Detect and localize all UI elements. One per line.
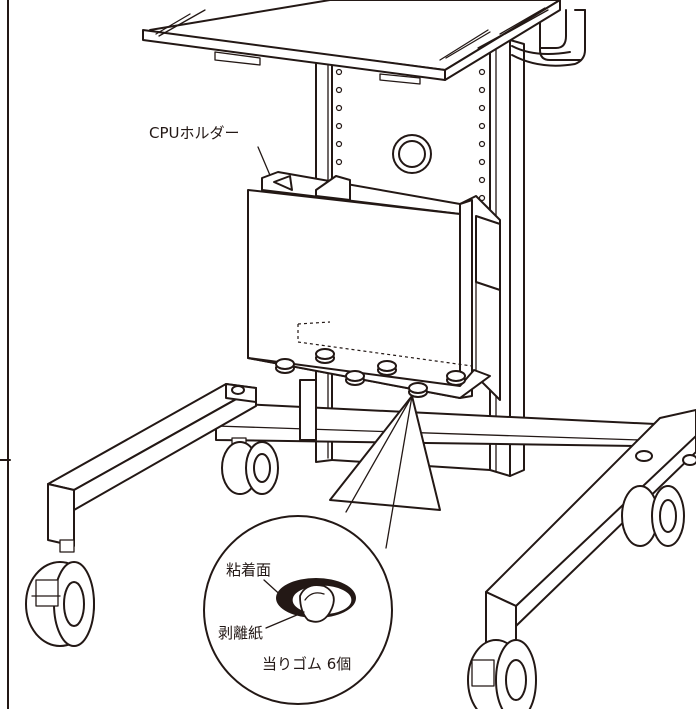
rubber-feet-count-label: 当りゴム 6個	[262, 655, 351, 673]
page-border	[0, 0, 11, 709]
cpu-holder-label: CPUホルダー	[149, 124, 240, 142]
rubber-feet	[275, 348, 466, 398]
cart-handle	[511, 9, 586, 67]
rubber-foot	[315, 348, 335, 364]
rubber-foot	[446, 370, 466, 386]
rubber-foot	[408, 382, 428, 398]
rubber-foot	[275, 358, 295, 374]
magnified-callout: 粘着面 剥離紙 当りゴム 6個	[203, 395, 441, 705]
caster-rear-left	[221, 437, 279, 495]
adhesive-side-label: 粘着面	[226, 561, 271, 579]
cpu-holder	[247, 171, 501, 401]
rubber-foot-detail	[276, 578, 356, 623]
rubber-foot	[345, 370, 365, 386]
caster-left-front	[25, 539, 95, 647]
caster-rear-right	[621, 485, 685, 547]
adjustment-holes-right	[478, 68, 486, 202]
release-paper-label: 剥離紙	[218, 624, 263, 642]
rubber-foot	[377, 360, 397, 376]
cable-grommet	[392, 134, 432, 174]
caster-right-front	[467, 639, 537, 709]
top-shelf	[142, 0, 561, 85]
cpu-holder-callout: CPUホルダー	[149, 124, 273, 181]
base-frame	[47, 379, 696, 665]
